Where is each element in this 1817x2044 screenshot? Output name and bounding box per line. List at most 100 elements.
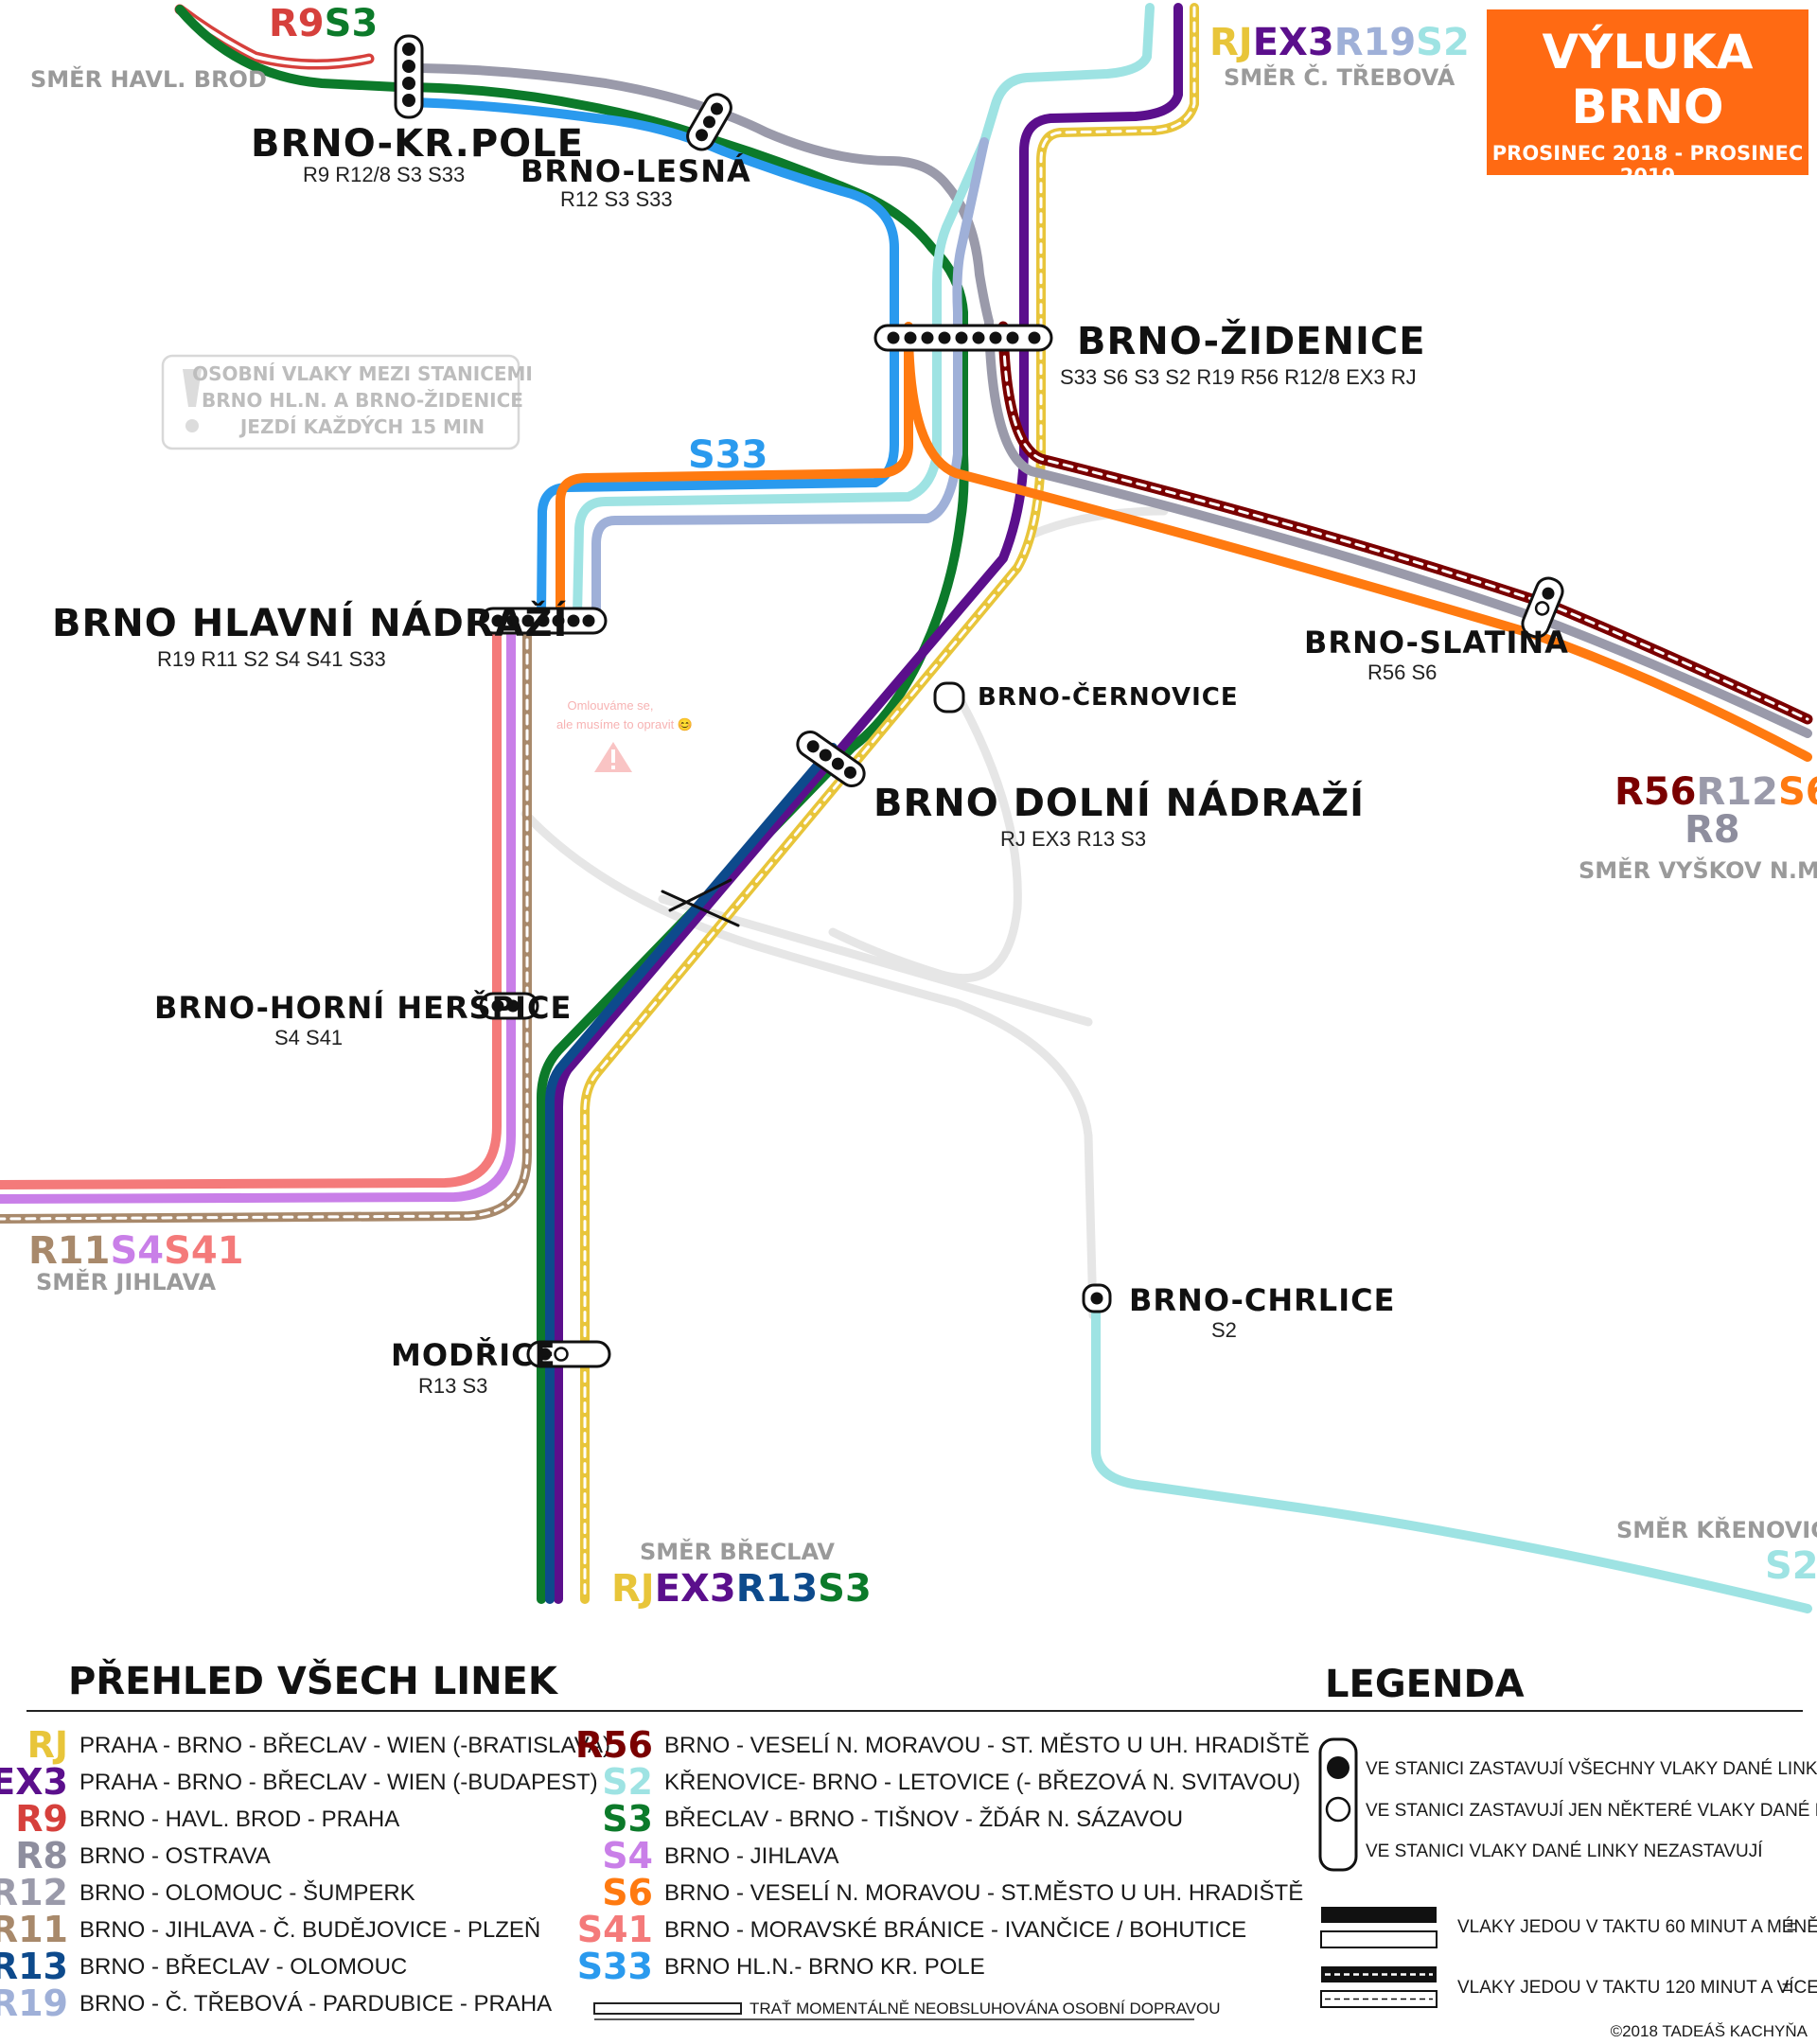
dir-tag: S3 [325,2,379,45]
line-code: S3 [602,1798,653,1840]
dir-tag: EX3 [655,1567,736,1611]
line-r12-east [984,317,1812,738]
line-r11 [0,620,532,1224]
apology-line: Omlouváme se, [567,698,653,713]
line-route: KŘENOVICE- BRNO - LETOVICE (- BŘEZOVÁ N.… [664,1770,1300,1795]
dir-tag: S2 [1416,21,1470,64]
line-code: EX3 [0,1761,68,1803]
line-ex3 [554,3,1183,1604]
legend-frequency-key: VLAKY JEDOU V TAKTU 60 MINUT A MÉNĚ ± VL… [1320,1907,1817,2008]
station-lines-lesna: R12 S3 S33 [560,187,673,211]
line-route: PRAHA - BRNO - BŘECLAV - WIEN (-BRATISLA… [79,1733,610,1758]
stop-cernovice [933,681,965,714]
station-lines-zidenice: S33 S6 S3 S2 R19 R56 R12/8 EX3 RJ [1060,365,1417,389]
direction-tags-jihlava: R11S4S41 [28,1229,244,1273]
direction-label-jihlava: SMĚR JIHLAVA [36,1268,217,1295]
legend-stop-key: VE STANICI ZASTAVUJÍ VŠECHNY VLAKY DANÉ … [1318,1737,1817,1872]
line-code: R8 [15,1835,68,1877]
dir-tag: R11 [28,1229,110,1273]
inactive-track [828,696,1022,983]
direction-tags-havl: R9S3 [269,2,378,45]
station-name-hersp: BRNO-HORNÍ HERŠPICE [154,989,572,1026]
station-name-lesna: BRNO-LESNÁ [520,153,751,189]
line-route: BRNO - OLOMOUC - ŠUMPERK [79,1879,415,1906]
notice-line: JEZDÍ KAŽDÝCH 15 MIN [238,415,485,438]
unused-track-swatch [593,2002,742,2015]
line-code: R11 [0,1909,68,1950]
line-code: S2 [602,1761,653,1803]
station-name-modrice: MODŘICE [391,1337,556,1373]
stop-dolni [796,731,866,787]
legend-freq-60: VLAKY JEDOU V TAKTU 60 MINUT A MÉNĚ [1457,1916,1817,1937]
notice-line: BRNO HL.N. A BRNO-ŽIDENICE [202,389,523,412]
dir-tag: S4 [110,1229,164,1273]
legend-120-solid [1321,1966,1437,1982]
station-lines-dolni: RJ EX3 R13 S3 [1000,827,1146,851]
legend-heading: LEGENDA [1325,1663,1525,1706]
stop-chrlice [1082,1283,1112,1313]
direction-label-breclav: SMĚR BŘECLAV [640,1538,835,1565]
legend-plusminus: ± [1787,1915,1796,1935]
inactive-track [520,809,1098,1320]
stop-modrice [526,1340,611,1368]
station-name-zidenice: BRNO-ŽIDENICE [1077,318,1426,363]
line-route: BRNO - Č. TŘEBOVÁ - PARDUBICE - PRAHA [79,1990,552,2017]
line-r12-nw [402,63,994,326]
stop-lesna [686,93,732,151]
dir-tag: S6 [1778,770,1817,814]
direction-tags-trebova: RJEX3R19S2 [1209,21,1470,64]
station-name-chrlice: BRNO-CHRLICE [1129,1282,1395,1318]
title-box: VÝLUKA BRNO PROSINEC 2018 - PROSINEC 201… [1487,9,1808,261]
legend-stop-all-dot [1327,1756,1350,1779]
copyright: ©2018 TADEÁŠ KACHYŇA [1611,2022,1808,2040]
line-route: BRNO - VESELÍ N. MORAVOU - ST.MĚSTO U UH… [664,1879,1303,1906]
line-code: R9 [15,1798,68,1840]
line-route: PRAHA - BRNO - BŘECLAV - WIEN (-BUDAPEST… [79,1770,598,1795]
s33-route-label: S33 [688,433,767,477]
direction-labels: R9S3 SMĚR HAVL. BROD RJEX3R19S2 SMĚR Č. … [28,2,1817,1611]
direction-label-vyskov: SMĚR VYŠKOV N.M. [1579,855,1817,884]
exclamation-icon [183,369,202,432]
direction-label-trebova: SMĚR Č. TŘEBOVÁ [1224,62,1455,91]
frequency-notice: OSOBNÍ VLAKY MEZI STANICEMI BRNO HL.N. A… [161,354,533,450]
line-s2-north [573,3,1155,620]
legend-120-outline [1320,1990,1438,2008]
direction-label-havl: SMĚR HAVL. BROD [30,65,267,93]
dir-tag: RJ [611,1567,655,1611]
legend-plusminus: ± [1782,1976,1791,1996]
station-labels: BRNO-KR.POLE R9 R12/8 S3 S33 BRNO-LESNÁ … [52,122,1569,1398]
title-divider [1504,201,1791,203]
station-lines-modrice: R13 S3 [418,1374,487,1398]
legend-stop-some: VE STANICI ZASTAVUJÍ JEN NĚKTERÉ VLAKY D… [1366,1800,1817,1821]
line-code: S41 [577,1909,653,1950]
dir-tag: S3 [818,1567,872,1611]
stop-zidenice [873,324,1053,352]
station-name-slatina: BRNO-SLATINA [1304,625,1569,661]
station-lines-slatina: R56 S6 [1367,661,1437,684]
dir-tag: R12 [1696,770,1777,814]
line-route: BRNO - MORAVSKÉ BRÁNICE - IVANČICE / BOH… [664,1916,1246,1943]
stop-slatina [1521,576,1564,639]
unused-track-label: TRAŤ MOMENTÁLNĚ NEOBSLUHOVÁNA OSOBNÍ DOP… [750,2000,1221,2018]
map-subtitle: SCHÉMA VLAKOVÝCH LINEK [1524,214,1772,261]
dir-tag: RJ [1209,21,1253,64]
station-lines-hl-nadrazi: R19 R11 S2 S4 S41 S33 [157,647,386,671]
line-r13 [545,743,838,1604]
line-s4 [0,620,516,1204]
line-s6-hl [556,322,913,620]
notice-line: OSOBNÍ VLAKY MEZI STANICEMI [192,362,533,385]
line-s41 [0,620,502,1189]
apology-note: Omlouváme se, ale musíme to opravit 😊 [556,698,693,772]
legend-stop-none: VE STANICI VLAKY DANÉ LINKY NEZASTAVUJÍ [1366,1841,1763,1861]
warning-icon [594,742,632,772]
dir-tag: S41 [164,1229,243,1273]
track-layer [0,3,1813,1613]
station-name-cernovice: BRNO-ČERNOVICE [978,681,1239,712]
station-lines-chrlice: S2 [1211,1318,1237,1342]
stop-hersp [479,992,539,1020]
station-lines-hersp: S4 S41 [274,1026,343,1049]
map-period: PROSINEC 2018 - PROSINEC 2019 [1491,142,1804,187]
line-route: BRNO - HAVL. BROD - PRAHA [79,1806,399,1832]
line-route: BRNO - VESELÍ N. MORAVOU - ST. MĚSTO U U… [664,1732,1310,1758]
